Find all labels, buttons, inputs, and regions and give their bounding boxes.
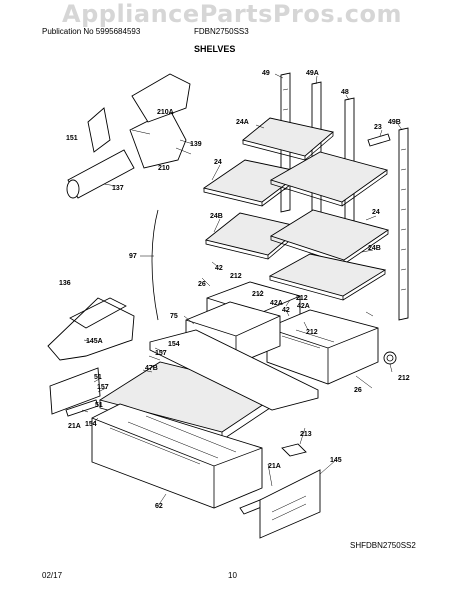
part-label: 154 — [168, 341, 180, 348]
part-label: 210A — [157, 109, 174, 116]
part-label: 212 — [306, 329, 318, 336]
part-label: 49 — [262, 70, 270, 77]
drain-tube-97 — [151, 209, 159, 321]
part-label: 42 — [282, 307, 290, 314]
page-number: 10 — [228, 571, 237, 580]
part-label: 21A — [68, 423, 81, 430]
humidity-control-212 — [383, 351, 397, 365]
part-label: 48 — [341, 89, 349, 96]
shelf-rail-49b — [398, 127, 409, 321]
part-label: 145 — [330, 457, 342, 464]
part-label: 213 — [300, 431, 312, 438]
part-label: 51 — [94, 374, 102, 381]
part-label: 75 — [170, 313, 178, 320]
part-label: 42A — [270, 300, 283, 307]
filter-bracket-151 — [87, 107, 111, 153]
part-label: 154 — [85, 421, 97, 428]
part-label: 136 — [59, 280, 71, 287]
part-label: 212 — [230, 273, 242, 280]
publication-number: Publication No 5995684593 — [42, 27, 141, 36]
part-label: 212 — [398, 375, 410, 382]
drawer-front-145 — [259, 469, 321, 539]
part-label: 157 — [97, 384, 109, 391]
part-label: 26 — [198, 281, 206, 288]
part-label: 24 — [214, 159, 222, 166]
drawer-front-panel-51 — [49, 367, 101, 415]
water-filter-137 — [66, 149, 135, 199]
part-label: 49A — [306, 70, 319, 77]
footer-date: 02/17 — [42, 571, 63, 580]
part-label: 157 — [155, 350, 167, 357]
part-label: 51 — [95, 402, 103, 409]
part-label: 145A — [86, 338, 103, 345]
part-label: 23 — [374, 124, 382, 131]
part-label: 97 — [129, 253, 137, 260]
part-label: 210 — [158, 165, 170, 172]
part-label: 24B — [368, 245, 381, 252]
part-label: 62 — [155, 503, 163, 510]
section-title: SHELVES — [194, 44, 236, 54]
crisper-cover-glass-47b — [98, 329, 319, 441]
shelf-24b-right — [268, 253, 387, 301]
shelf-24-upper-right — [269, 151, 389, 207]
crisper-drawer-right — [266, 309, 379, 385]
drawer-bracket-213 — [281, 443, 307, 457]
part-label: 42 — [215, 265, 223, 272]
door-bin-136 — [47, 297, 135, 361]
part-label: 137 — [112, 185, 124, 192]
model-number: FDBN2750SS3 — [194, 27, 249, 36]
part-label: 42A — [297, 303, 310, 310]
watermark: AppliancePartsPros.com — [62, 0, 402, 28]
diagram-code: SHFDBN2750SS2 — [350, 541, 416, 550]
part-label: 21A — [268, 463, 281, 470]
filter-cover-210a — [131, 73, 191, 123]
part-label: 24A — [236, 119, 249, 126]
part-label: 47B — [145, 365, 158, 372]
freezer-drawer-62 — [91, 403, 263, 509]
shelf-trim-23 — [367, 133, 391, 147]
part-label: 49B — [388, 119, 401, 126]
part-label: 24B — [210, 213, 223, 220]
part-label: 212 — [296, 295, 308, 302]
shelf-24a — [242, 117, 334, 161]
part-label: 139 — [190, 141, 202, 148]
part-label: 212 — [252, 291, 264, 298]
part-label: 26 — [354, 387, 362, 394]
trim-21a-left — [65, 399, 99, 417]
part-label: 24 — [372, 209, 380, 216]
part-label: 151 — [66, 135, 78, 142]
